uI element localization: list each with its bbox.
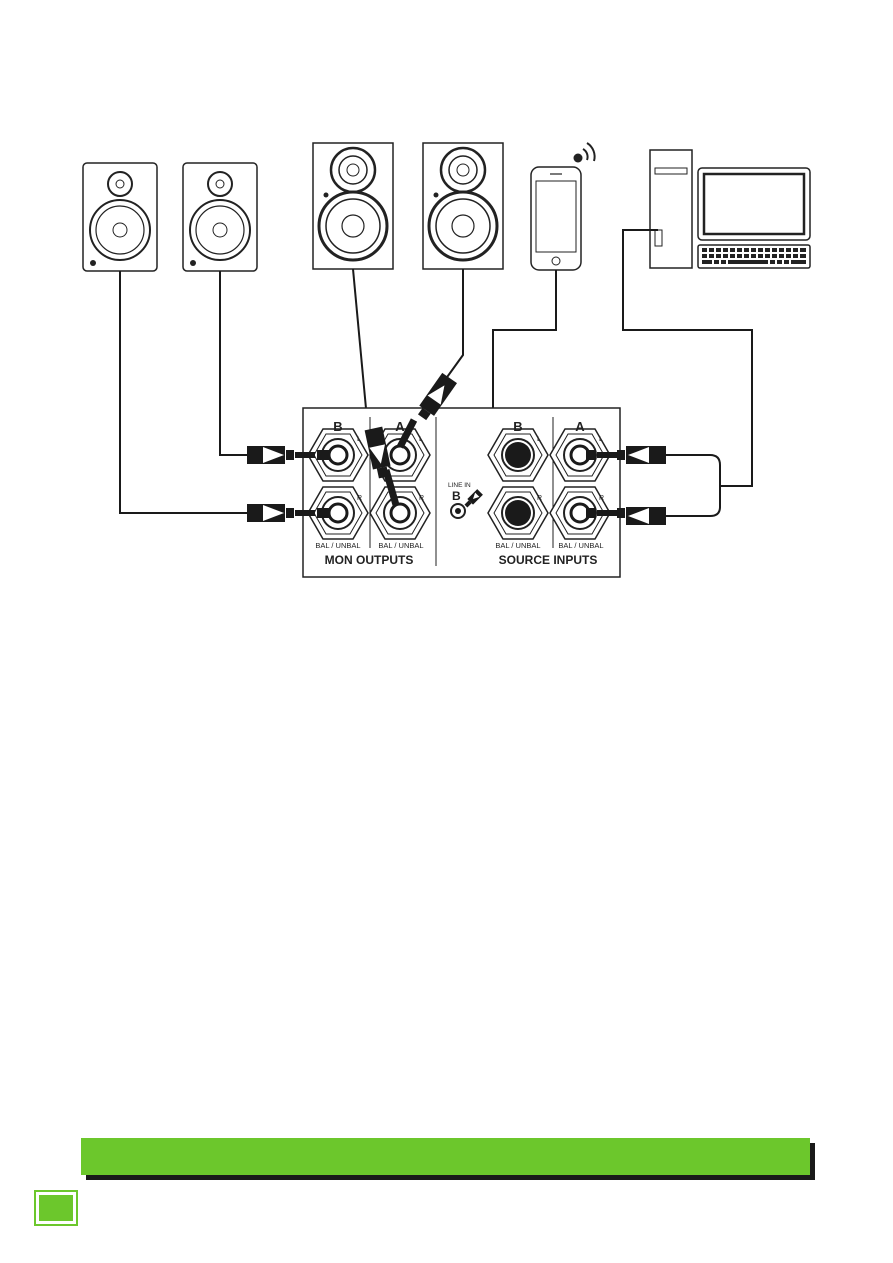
- quarter-inch-plug-source-a-right: [586, 507, 666, 525]
- small-monitor-left: [82, 162, 158, 272]
- mon-out-a-r-label: R: [419, 495, 424, 502]
- source-in-b-label: B: [513, 419, 522, 434]
- mon-out-b-r-label: R: [357, 495, 362, 502]
- mon-out-a-l-label: L: [419, 436, 423, 443]
- line-in-label: LINE IN: [448, 482, 471, 489]
- quarter-inch-plug-source-a-left: [586, 446, 666, 464]
- studio-monitor-left: [312, 142, 394, 270]
- control-panel: B A L L R R BAL / UNBAL BAL / UNBAL MON …: [302, 407, 621, 578]
- source-in-b-l-label: L: [537, 436, 541, 443]
- mon-out-b-bal-label: BAL / UNBAL: [315, 541, 360, 550]
- quarter-inch-plug-a-left: [364, 426, 391, 479]
- wireless-signal-icon: [573, 142, 596, 163]
- cables: [119, 229, 753, 517]
- mon-out-a-bal-label: BAL / UNBAL: [378, 541, 423, 550]
- small-monitor-right: [182, 162, 258, 272]
- quarter-inch-plug-b-left: [247, 446, 329, 464]
- mon-out-a-label: A: [395, 419, 405, 434]
- mon-out-b-l-label: L: [357, 436, 361, 443]
- source-in-a-r-label: R: [599, 495, 604, 502]
- studio-monitor-right: [422, 142, 504, 270]
- section-footer-bar: [81, 1138, 810, 1175]
- desktop-computer: [649, 149, 811, 269]
- mon-outputs-title: MON OUTPUTS: [325, 553, 414, 567]
- source-in-b-r-label: R: [537, 495, 542, 502]
- source-in-a-l-label: L: [599, 436, 603, 443]
- mini-jack-plug: [464, 489, 483, 508]
- page-number-box: [34, 1190, 78, 1226]
- source-inputs-title: SOURCE INPUTS: [499, 553, 598, 567]
- smartphone: [530, 166, 582, 271]
- line-in-letter: B: [452, 489, 461, 503]
- quarter-inch-plug-a-left-upper: [417, 372, 457, 421]
- quarter-inch-plug-b-right: [247, 504, 329, 522]
- source-in-a-bal-label: BAL / UNBAL: [558, 541, 603, 550]
- source-in-a-label: A: [575, 419, 585, 434]
- mon-out-b-label: B: [333, 419, 342, 434]
- source-in-b-bal-label: BAL / UNBAL: [495, 541, 540, 550]
